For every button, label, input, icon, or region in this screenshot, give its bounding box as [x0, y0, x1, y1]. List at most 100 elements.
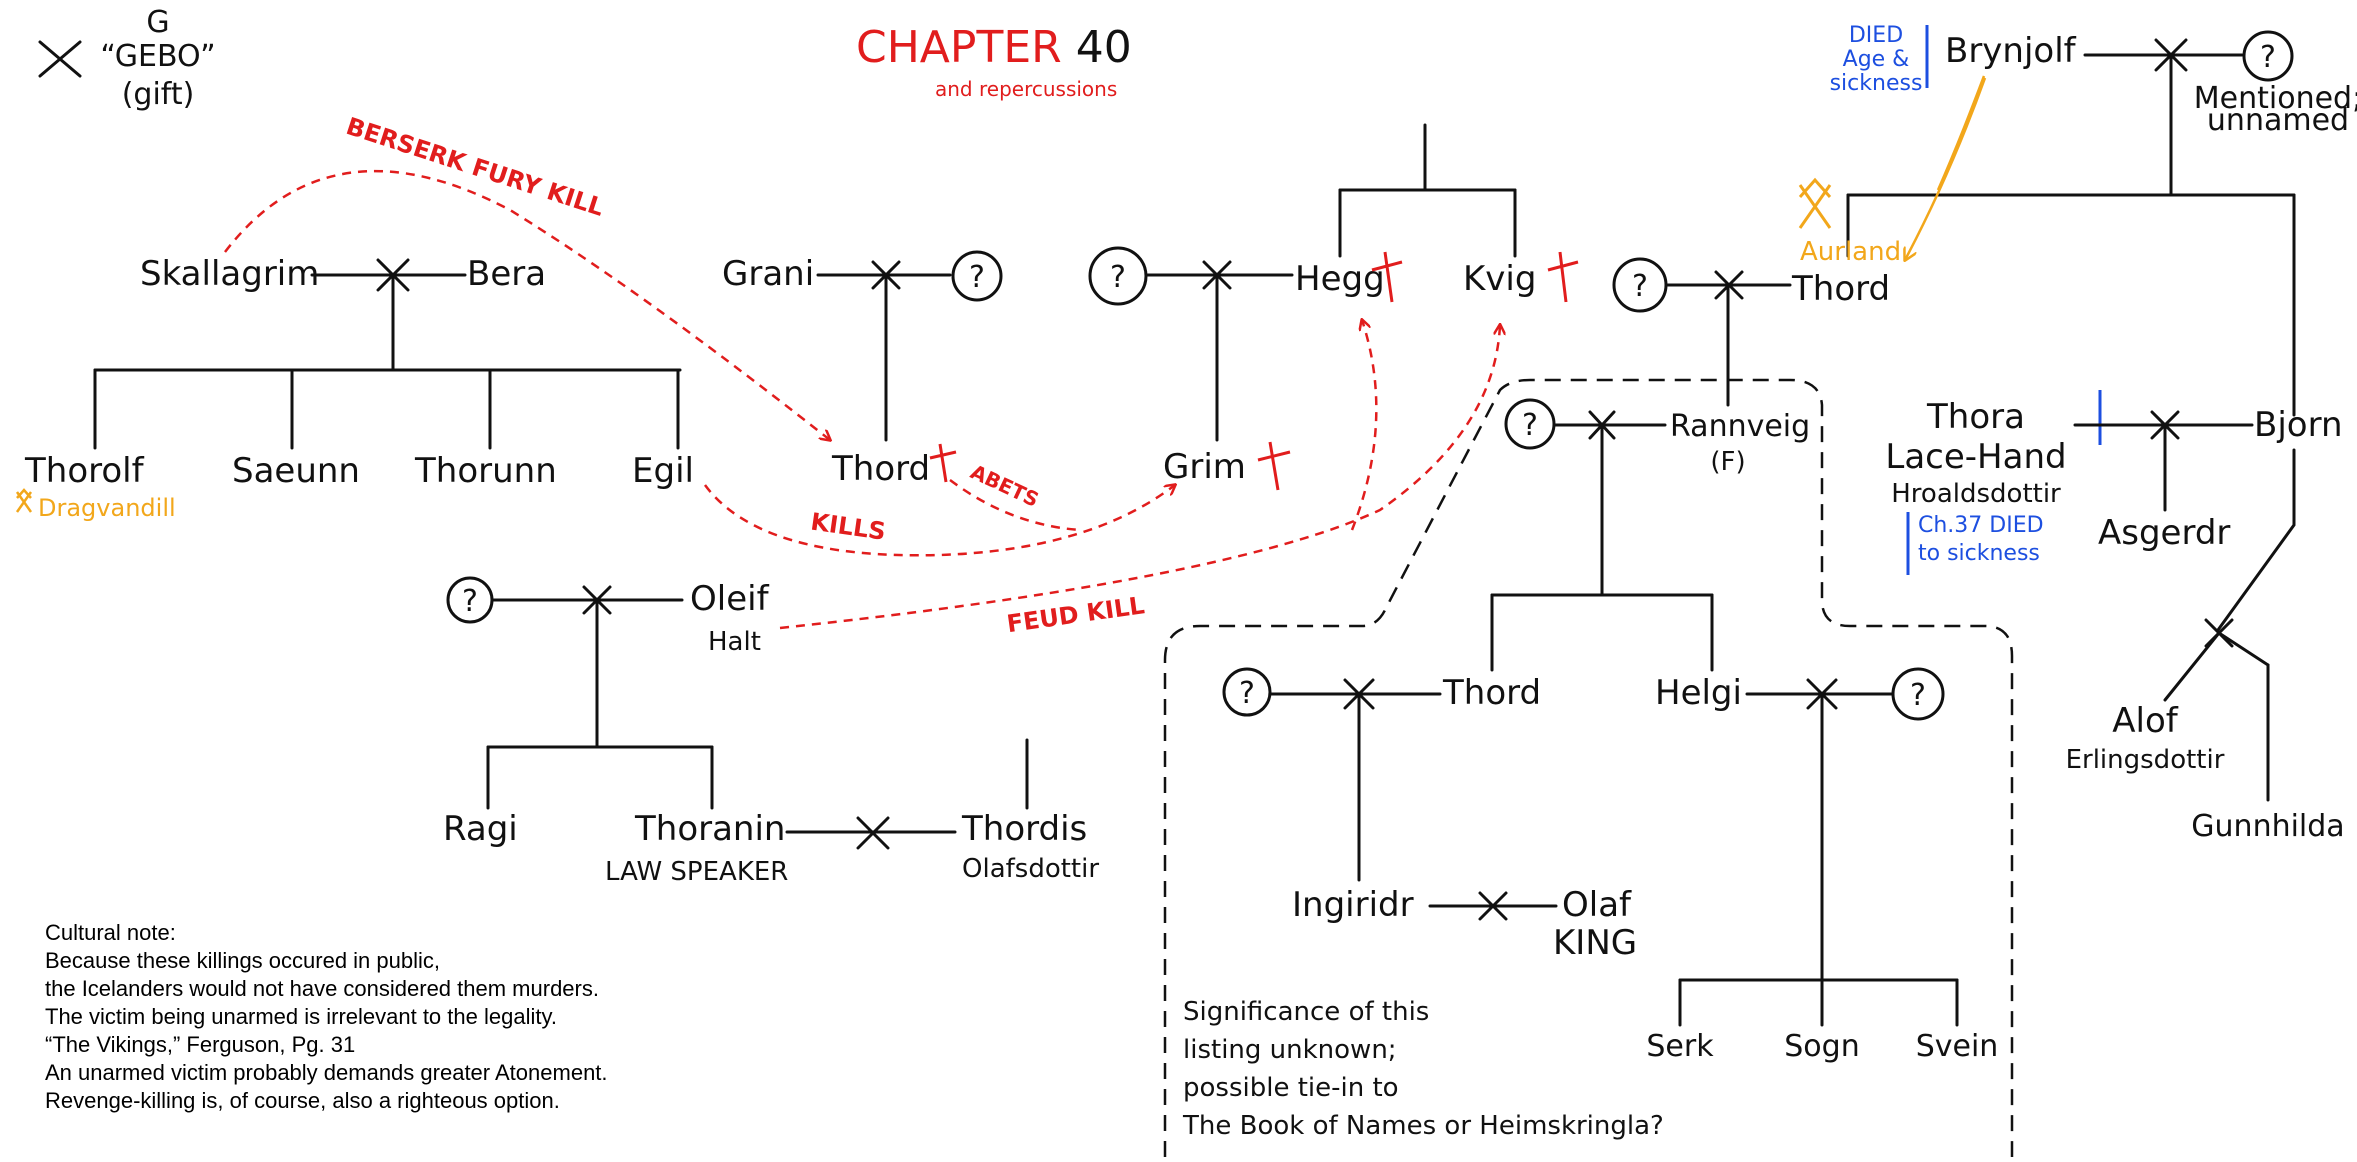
kills-arrow	[703, 485, 1175, 557]
death-mark-icon	[1371, 251, 1403, 303]
person-brynjolf: Brynjolf	[1945, 31, 2077, 71]
person-thora-line3: Hroaldsdottir	[1891, 479, 2061, 509]
person-rannveig: Rannveig	[1670, 409, 1810, 444]
unknown-spouse-icon	[1891, 667, 1945, 721]
berserk-kill-arrow	[224, 169, 830, 440]
thora-death-note-2: to sickness	[1918, 541, 2040, 566]
legend-rune-letter: G	[146, 5, 169, 40]
chapter-header: CHAPTER 40 and repercussions	[856, 22, 1132, 101]
chapter-title: CHAPTER 40	[856, 22, 1132, 73]
significance-line: possible tie-in to	[1183, 1073, 1399, 1103]
cultural-note-line: “The Vikings,” Ferguson, Pg. 31	[45, 1032, 355, 1057]
person-thord-son-of-grani: Thord	[831, 449, 930, 489]
person-thora-line2: Lace-Hand	[1885, 437, 2066, 477]
cultural-note: Cultural note: Because these killings oc…	[45, 920, 608, 1113]
marriage-mark-icon	[1478, 891, 1508, 921]
legend: G “GEBO” (gift)	[38, 5, 216, 112]
significance-note: Significance of this listing unknown; po…	[1182, 997, 1664, 1141]
marriage-mark-icon	[856, 816, 890, 850]
relation-kills-label: KILLS	[809, 508, 888, 546]
cultural-note-line: the Icelanders would not have considered…	[45, 976, 599, 1001]
person-thorolf: Thorolf	[24, 451, 145, 491]
abets-line	[949, 478, 1081, 532]
chapter-subtitle: and repercussions	[935, 77, 1117, 101]
bjorn-family: Thora Lace-Hand Hroaldsdottir Bjorn Asge…	[1885, 390, 2345, 844]
person-svein: Svein	[1916, 1029, 1999, 1064]
person-hegg: Hegg	[1295, 259, 1385, 299]
legend-rune-name: “GEBO”	[100, 39, 215, 74]
gebo-rune-icon	[1798, 177, 1832, 229]
unknown-marker: ?	[969, 260, 985, 295]
significance-line: The Book of Names or Heimskringla?	[1182, 1111, 1664, 1141]
person-thord-son-of-rannveig: Thord	[1442, 673, 1541, 713]
significance-line: Significance of this	[1183, 997, 1429, 1027]
thora-death-note-1: Ch.37 DIED	[1918, 513, 2044, 538]
person-oleif-line1: Oleif	[690, 579, 770, 619]
unknown-marker: ?	[1239, 676, 1255, 711]
thorolf-note: Dragvandill	[38, 494, 176, 522]
death-mark-icon	[929, 443, 957, 483]
unknown-marker: ?	[1632, 269, 1648, 304]
person-gunnhilda: Gunnhilda	[2191, 809, 2344, 844]
chapter-title-part: CHAPTER	[856, 22, 1062, 73]
person-ragi: Ragi	[443, 809, 518, 849]
person-grim: Grim	[1163, 447, 1246, 487]
person-alof-line1: Alof	[2112, 701, 2179, 741]
person-thora-line1: Thora	[1926, 397, 2025, 437]
estate-aurland: Aurland	[1800, 237, 1901, 267]
cultural-note-line: Revenge-killing is, of course, also a ri…	[45, 1088, 560, 1113]
person-alof-line2: Erlingsdottir	[2066, 745, 2225, 775]
unknown-marker: ?	[462, 584, 478, 619]
person-kvig: Kvig	[1463, 259, 1536, 299]
relation-feud-label: FEUD KILL	[1005, 591, 1146, 638]
person-olaf-line1: Olaf	[1562, 885, 1632, 925]
person-grani: Grani	[722, 254, 814, 294]
cultural-note-line: Because these killings occured in public…	[45, 948, 440, 973]
person-olaf-line2: KING	[1553, 923, 1637, 963]
kill-relations: BERSERK FURY KILL KILLS ABETS FEUD KILL	[224, 112, 1500, 638]
brynjolf-death-note-1: DIED	[1849, 23, 1903, 48]
death-mark-icon	[1257, 441, 1291, 491]
person-egil: Egil	[632, 451, 694, 491]
person-oleif-line2: Halt	[708, 627, 761, 657]
rannveig-note: (F)	[1710, 447, 1745, 477]
person-serk: Serk	[1646, 1029, 1714, 1064]
person-asgerdr: Asgerdr	[2098, 513, 2230, 553]
skallagrim-family: Skallagrim Bera Thorolf Dragvandill Saeu…	[15, 254, 694, 522]
person-thordis-line1: Thordis	[961, 809, 1087, 849]
cultural-note-line: The victim being unarmed is irrelevant t…	[45, 1004, 557, 1029]
person-bjorn: Bjorn	[2254, 405, 2343, 445]
legend-rune-meaning: (gift)	[122, 77, 195, 112]
brynjolf-family: DIED Age & sickness Brynjolf ? Mentioned…	[1798, 23, 2357, 417]
person-helgi: Helgi	[1655, 673, 1742, 713]
relation-berserk-label: BERSERK FURY KILL	[343, 112, 608, 222]
cultural-note-line: Cultural note:	[45, 920, 176, 945]
unknown-marker: ?	[1522, 408, 1538, 443]
oleif-family: ? Oleif Halt Ragi Thoranin LAW SPEAKER T…	[443, 576, 1099, 887]
person-bera: Bera	[467, 254, 546, 294]
cultural-note-line: An unarmed victim probably demands great…	[45, 1060, 608, 1085]
person-thoranin-line2: LAW SPEAKER	[605, 857, 788, 887]
brynjolf-wife-note-1: Mentioned;	[2194, 81, 2357, 116]
chapter-title-number: 40	[1076, 22, 1132, 73]
gebo-rune-icon	[38, 40, 82, 78]
unknown-marker: ?	[2260, 40, 2276, 75]
person-skallagrim: Skallagrim	[140, 254, 319, 294]
grani-family: Grani ? Thord	[722, 250, 1003, 489]
person-thord-of-aurland: Thord	[1791, 269, 1890, 309]
death-mark-icon	[1547, 251, 1579, 303]
person-thorunn: Thorunn	[414, 451, 557, 491]
significance-line: listing unknown;	[1183, 1035, 1397, 1065]
brynjolf-death-note-3: sickness	[1830, 71, 1923, 96]
unknown-marker: ?	[1910, 678, 1926, 713]
feud-kill-hegg-arrow	[1350, 320, 1378, 531]
person-saeunn: Saeunn	[232, 451, 360, 491]
unknown-spouse-icon	[1222, 667, 1272, 717]
person-thordis-line2: Olafsdottir	[962, 854, 1099, 884]
hegg-kvig-family: ? Hegg Kvig Grim	[1088, 123, 1579, 491]
person-sogn: Sogn	[1784, 1029, 1859, 1064]
unknown-marker: ?	[1110, 260, 1126, 295]
rannveig-descendants-group: ? Thord Helgi ? Serk Sogn Svein Ingiridr	[1163, 378, 2014, 1157]
